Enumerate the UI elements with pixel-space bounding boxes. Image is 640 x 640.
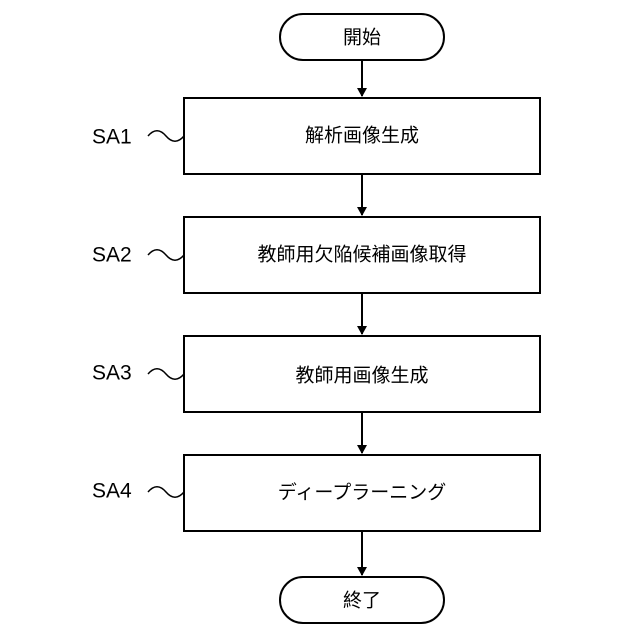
end-label: 終了	[343, 590, 381, 612]
step-sa2-id-tag: SA2	[92, 244, 184, 267]
end-terminal: 終了	[280, 577, 444, 623]
step-sa1-label: 解析画像生成	[305, 125, 419, 147]
step-sa4-leader	[148, 487, 184, 498]
step-sa2-leader	[148, 250, 184, 261]
step-sa1-id: SA1	[92, 126, 132, 149]
step-sa2-label: 教師用欠陥候補画像取得	[257, 244, 466, 266]
start-label: 開始	[343, 27, 381, 49]
step-sa3-leader	[148, 369, 184, 380]
step-sa2: 教師用欠陥候補画像取得	[184, 217, 540, 293]
step-sa4-label: ディープラーニング	[278, 482, 447, 504]
step-sa3-id-tag: SA3	[92, 362, 184, 385]
step-sa4-id: SA4	[92, 480, 132, 503]
start-terminal: 開始	[280, 14, 444, 60]
step-sa2-id: SA2	[92, 244, 132, 267]
step-sa3-id: SA3	[92, 362, 132, 385]
step-sa4-id-tag: SA4	[92, 480, 184, 503]
step-sa1: 解析画像生成	[184, 98, 540, 174]
step-sa4: ディープラーニング	[184, 455, 540, 531]
step-sa3: 教師用画像生成	[184, 336, 540, 412]
step-sa3-label: 教師用画像生成	[295, 365, 428, 387]
step-sa1-id-tag: SA1	[92, 126, 184, 149]
step-sa1-leader	[148, 131, 184, 142]
